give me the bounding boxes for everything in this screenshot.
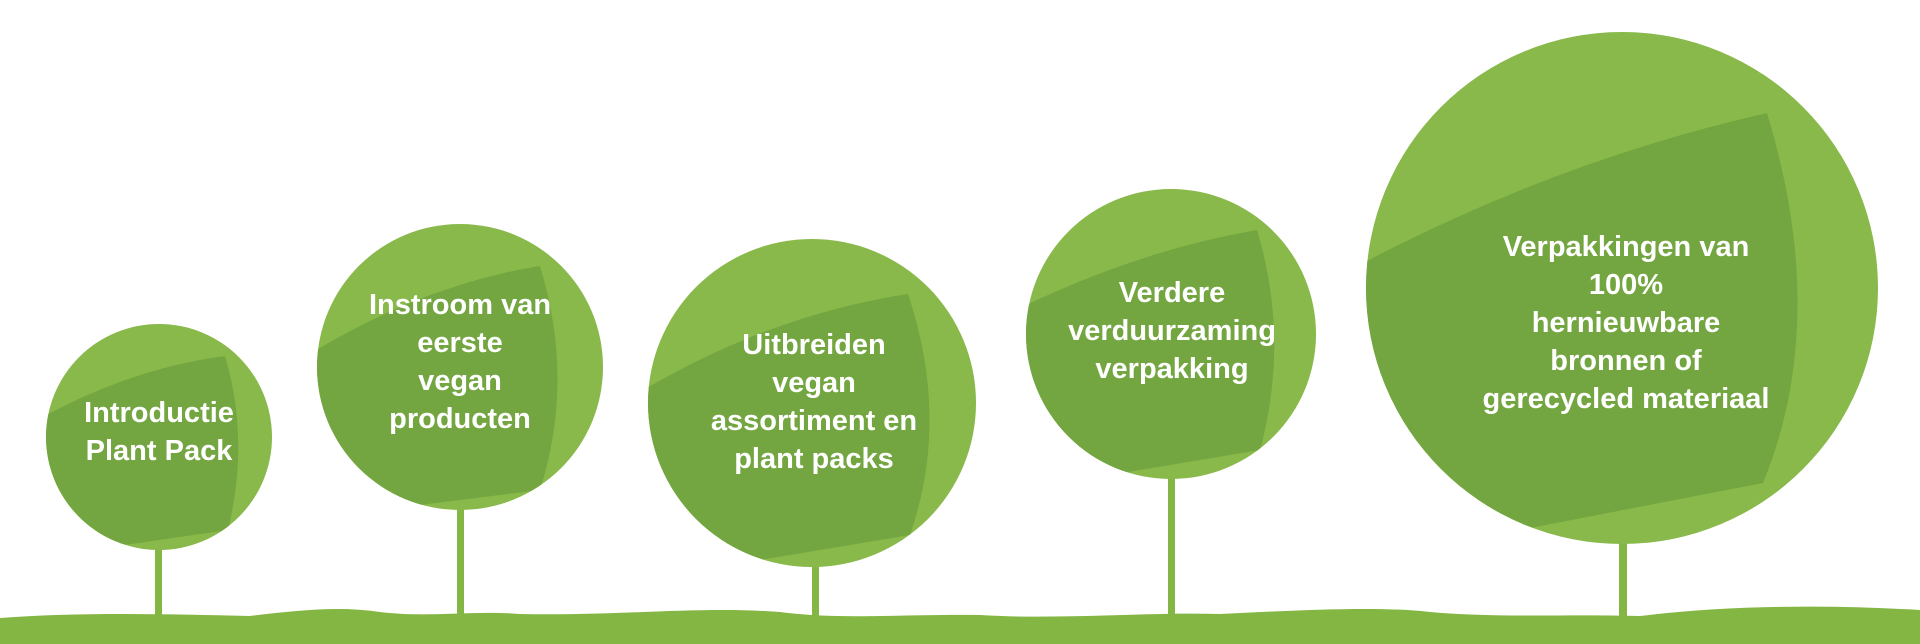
stem-1: [155, 540, 162, 620]
stem-3: [812, 560, 819, 620]
milestone-2-label: Instroom van eerste vegan producten: [368, 289, 552, 435]
tree-canopies: [46, 32, 1878, 567]
stem-5: [1619, 540, 1627, 620]
stem-4: [1168, 470, 1175, 620]
milestone-4-label: Verdere verduurzaming verpakking: [1068, 277, 1276, 385]
milestone-1-label: Introductie Plant Pack: [84, 397, 234, 467]
milestone-3-label: Uitbreiden vegan assortiment en plant pa…: [710, 329, 918, 475]
milestone-5-label: Verpakkingen van 100% hernieuwbare bronn…: [1482, 231, 1770, 415]
stem-2: [457, 500, 464, 620]
ground: [0, 606, 1920, 644]
